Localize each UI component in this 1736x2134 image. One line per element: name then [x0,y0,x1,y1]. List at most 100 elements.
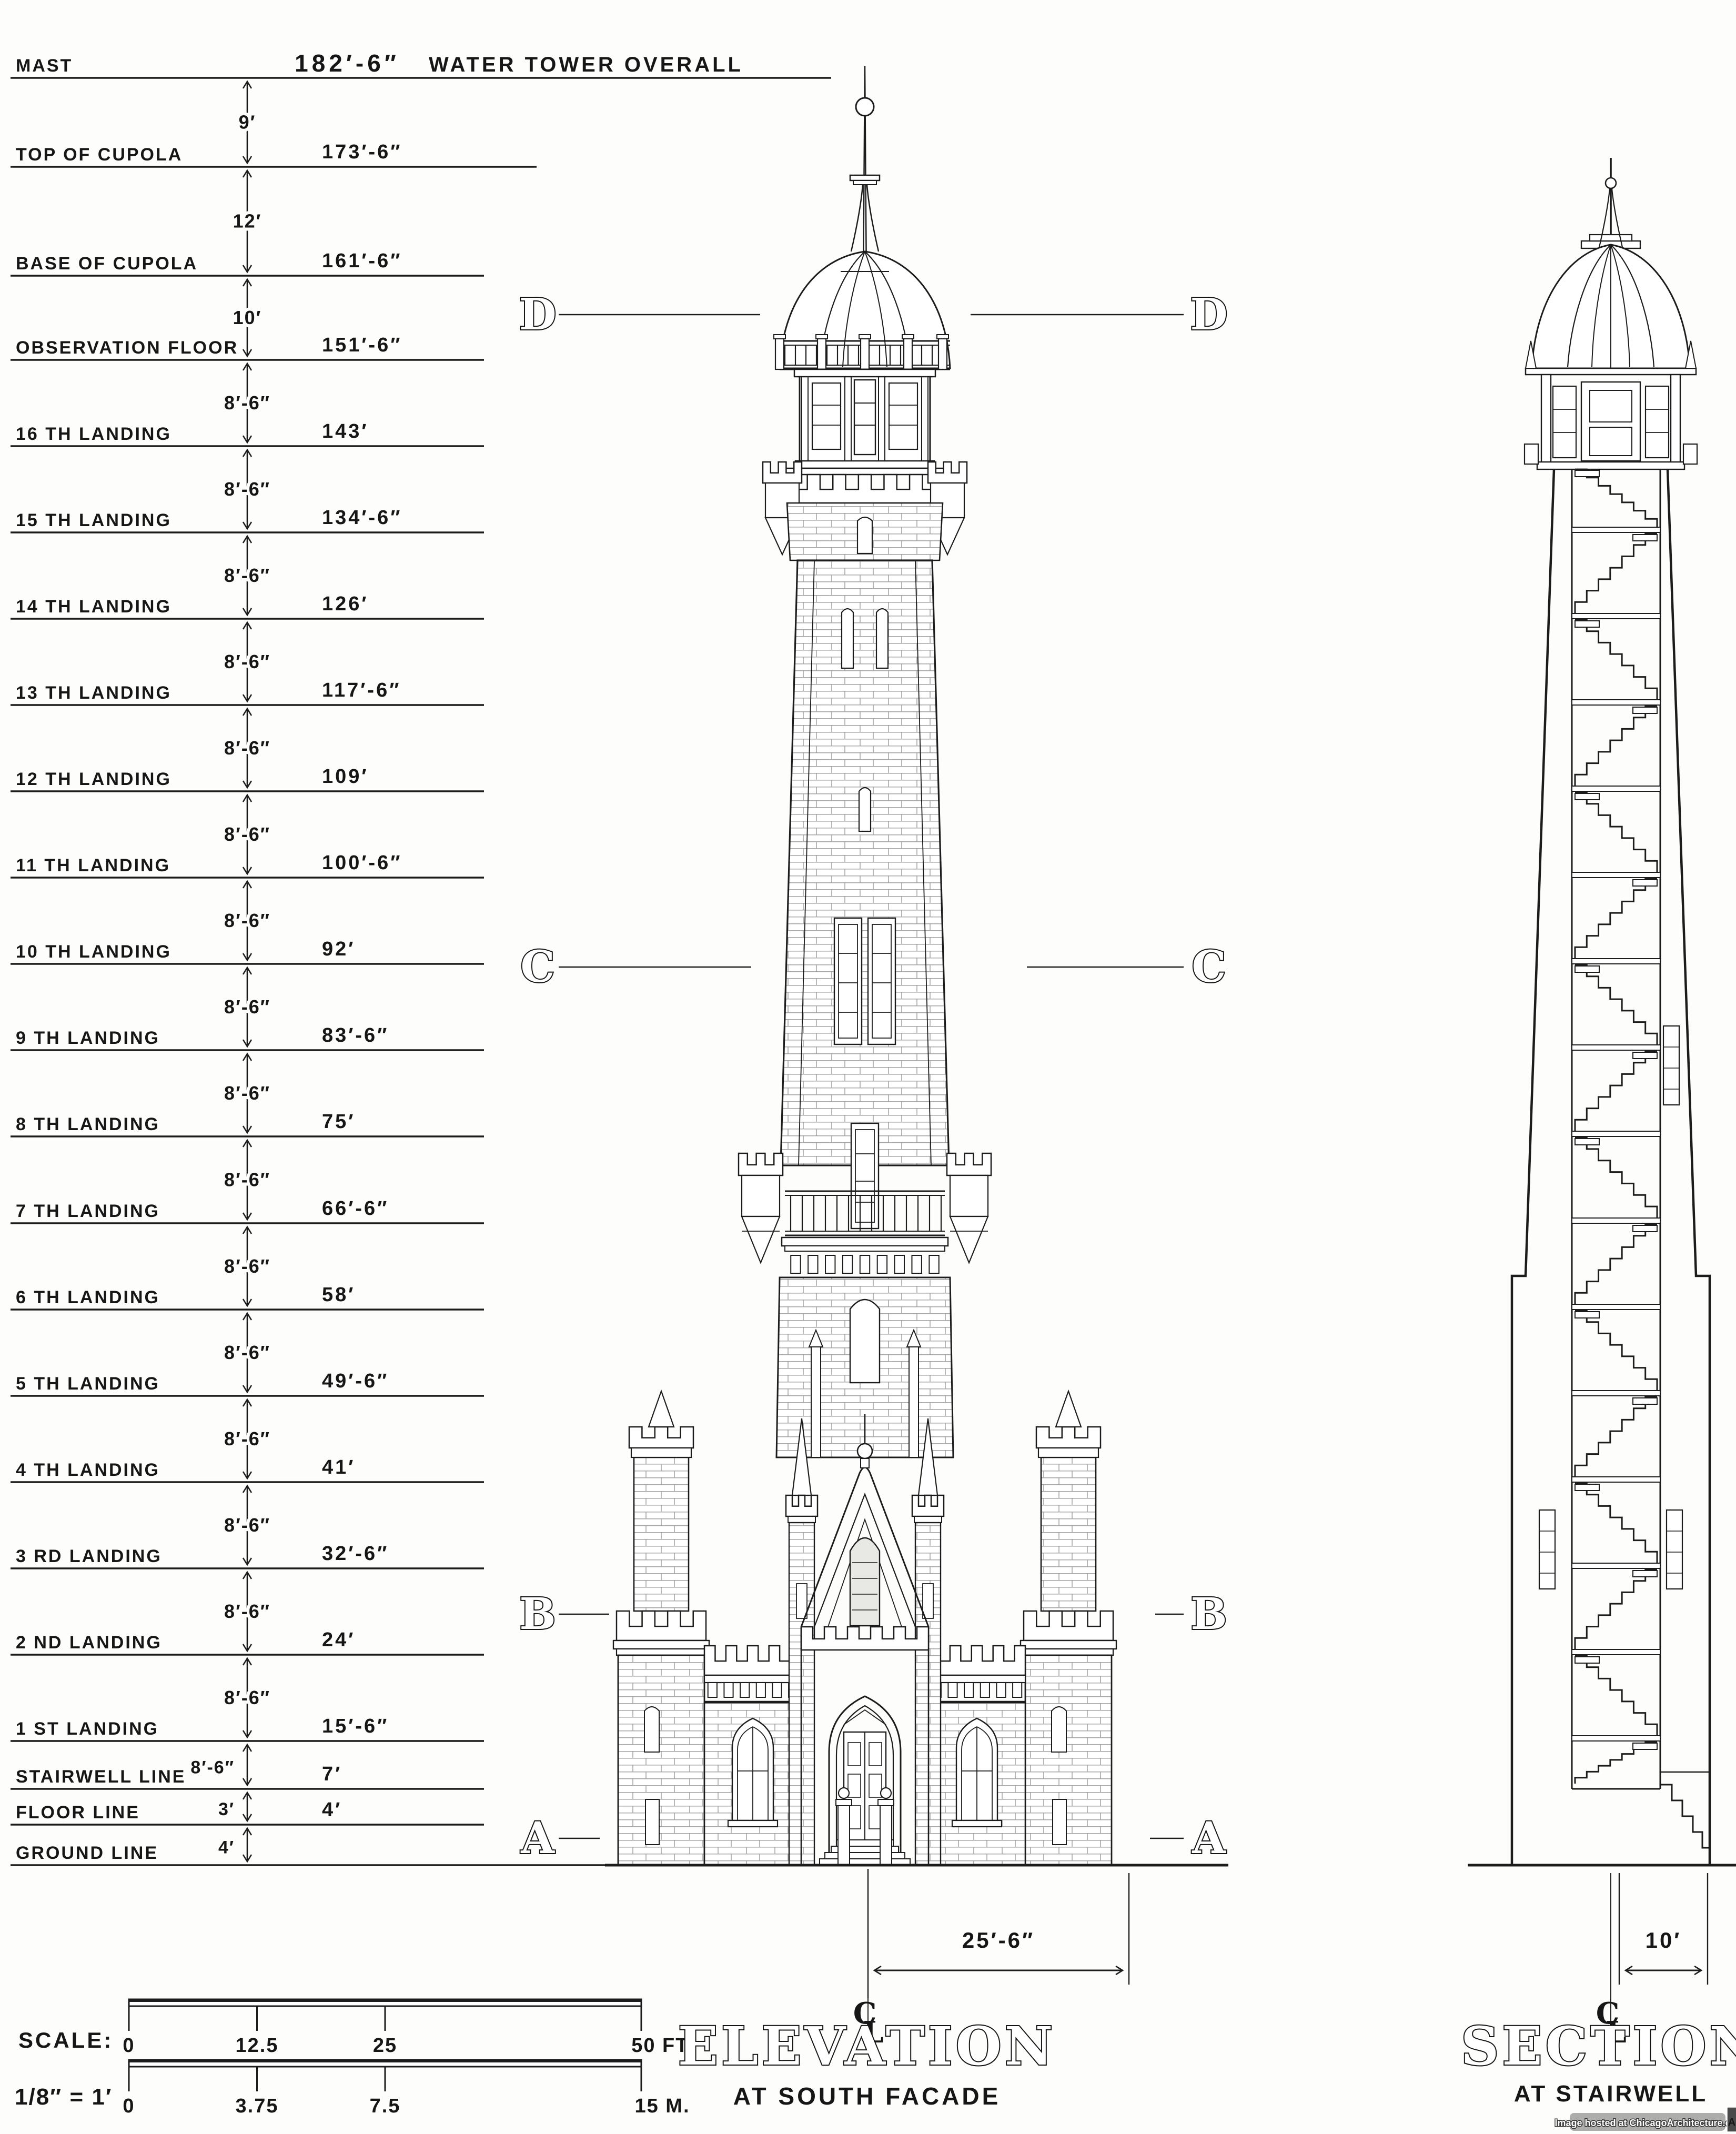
shape [1575,468,1658,527]
interval-label: 8′-6″ [224,1600,270,1622]
scale-ratio-label: 1/8″ = 1′ [15,2084,112,2110]
shape [794,460,935,469]
shape [1571,872,1661,878]
shape [850,184,864,252]
shape [1611,188,1623,248]
shape [1023,1610,1114,1642]
shape [875,608,889,669]
level-label: 14 TH LANDING [16,597,171,617]
shape [774,337,785,370]
shape [1525,340,1537,369]
overall-value: 182′-6″ [295,49,400,77]
shape [869,1774,882,1798]
level-height: 161′-6″ [322,250,402,272]
shape [1052,1799,1067,1845]
shape [914,1516,942,1523]
watermark-bar [1570,2113,1725,2131]
shape [1571,1735,1661,1742]
shape [816,337,827,370]
shape [911,1494,945,1517]
level-label: OBSERVATION FLOOR [16,338,238,358]
watermark-text: Image hosted at ChicagoArchitecture.org [1555,2118,1736,2128]
shape [909,1346,919,1458]
shape [859,1255,871,1274]
shape [727,1819,779,1828]
shape [793,368,936,378]
shape [1571,1390,1661,1396]
section-subtitle: AT STAIRWELL [1514,2081,1708,2107]
shape [859,334,871,339]
interval-label: 8′-6″ [224,478,270,500]
scale-tick: 15 M. [634,2095,690,2117]
shape [928,1255,940,1274]
level-height: 109′ [322,766,369,788]
level-label: 10 TH LANDING [16,942,171,962]
marker-letter-right: C [1192,942,1226,992]
shape [1589,234,1633,242]
level-height: 117′-6″ [322,679,401,701]
shape [790,1255,801,1274]
shape [1666,1509,1683,1590]
shape [951,1819,1003,1828]
shape [1040,1456,1097,1612]
shape [1574,1656,1600,1664]
scale-tick: 12.5 [236,2035,279,2057]
shape [888,382,919,450]
shape [841,608,854,669]
shape [808,1255,819,1274]
shape [860,1458,870,1468]
level-label: 6 TH LANDING [16,1287,160,1307]
level-label: 1 ST LANDING [16,1719,159,1739]
marker-letter-right: D [1190,289,1227,340]
centerline-symbol: C [853,1996,877,2031]
shape [869,1742,882,1766]
shape [738,1152,784,1176]
shape [780,559,950,1166]
shape [1632,707,1658,714]
shape [849,174,881,182]
level-height: 75′ [322,1111,355,1133]
shape [1632,1052,1658,1059]
elevation-title: ELEVATION [678,2015,1056,2077]
shape [1037,1447,1099,1458]
marker-letter-left: B [519,1589,556,1639]
shape [1632,1743,1658,1750]
scale-tick: 50 FT. [631,2035,693,2057]
shape [1574,705,1657,786]
shape [847,1774,861,1798]
overall-label: WATER TOWER OVERALL [429,53,743,76]
shape [964,1682,974,1698]
centerline-symbol: L [863,2015,883,2050]
shape [633,1456,690,1612]
shape [1574,793,1600,800]
shape [1632,1225,1658,1232]
shape [1574,1396,1657,1477]
interval-label: 8′-6″ [224,1687,270,1708]
shape [1574,1311,1600,1318]
shape [906,1328,922,1347]
centerline-symbol: C [1596,1996,1620,2031]
shape [1575,791,1658,872]
interval-label: 10′ [233,307,262,328]
level-label: 8 TH LANDING [16,1114,160,1134]
marker-letter-left: A [520,1813,555,1864]
shape [1575,964,1658,1045]
shape [828,1695,902,1865]
shape [849,1299,881,1384]
shape [1510,469,1556,1865]
shape [1567,244,1611,368]
shape [853,379,876,456]
shape [612,1639,710,1650]
shape [1575,1655,1658,1736]
shape [1574,1138,1600,1145]
shape [1571,1044,1661,1051]
line [798,560,815,1166]
shape [1571,613,1661,619]
shape [927,1645,1026,1676]
interval-label: 9′ [239,112,256,133]
shape [1632,1570,1658,1577]
shape [741,1215,781,1264]
shape [615,1648,707,1656]
section-drawing [1468,158,1736,1867]
